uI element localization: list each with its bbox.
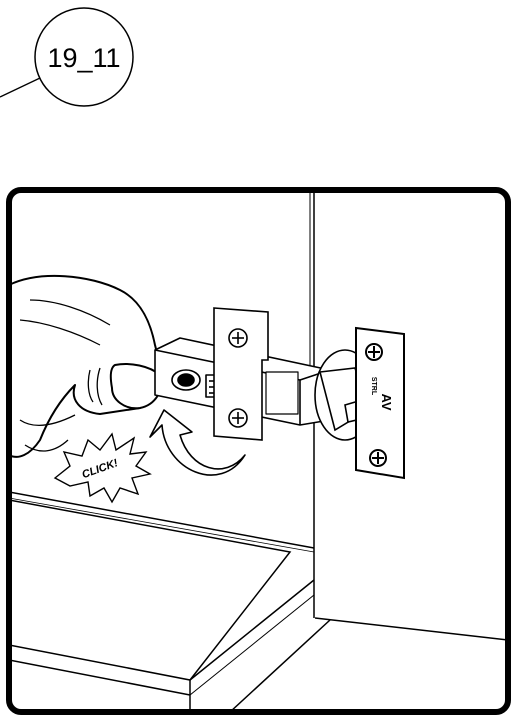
step-callout: 19_11 [0,8,133,106]
cabinet-shelf [9,500,330,712]
step-number: 19_11 [47,43,120,73]
hand-illustration [9,276,162,457]
callout-leader-line [0,78,40,97]
hinge-brand-label: AV [379,393,394,410]
hinge-brand-sub-label: STRL [370,377,377,396]
mounting-plate [214,308,268,440]
click-burst: CLICK! [55,434,150,502]
illustration-panel: AV STRL CLICK! [9,190,508,712]
